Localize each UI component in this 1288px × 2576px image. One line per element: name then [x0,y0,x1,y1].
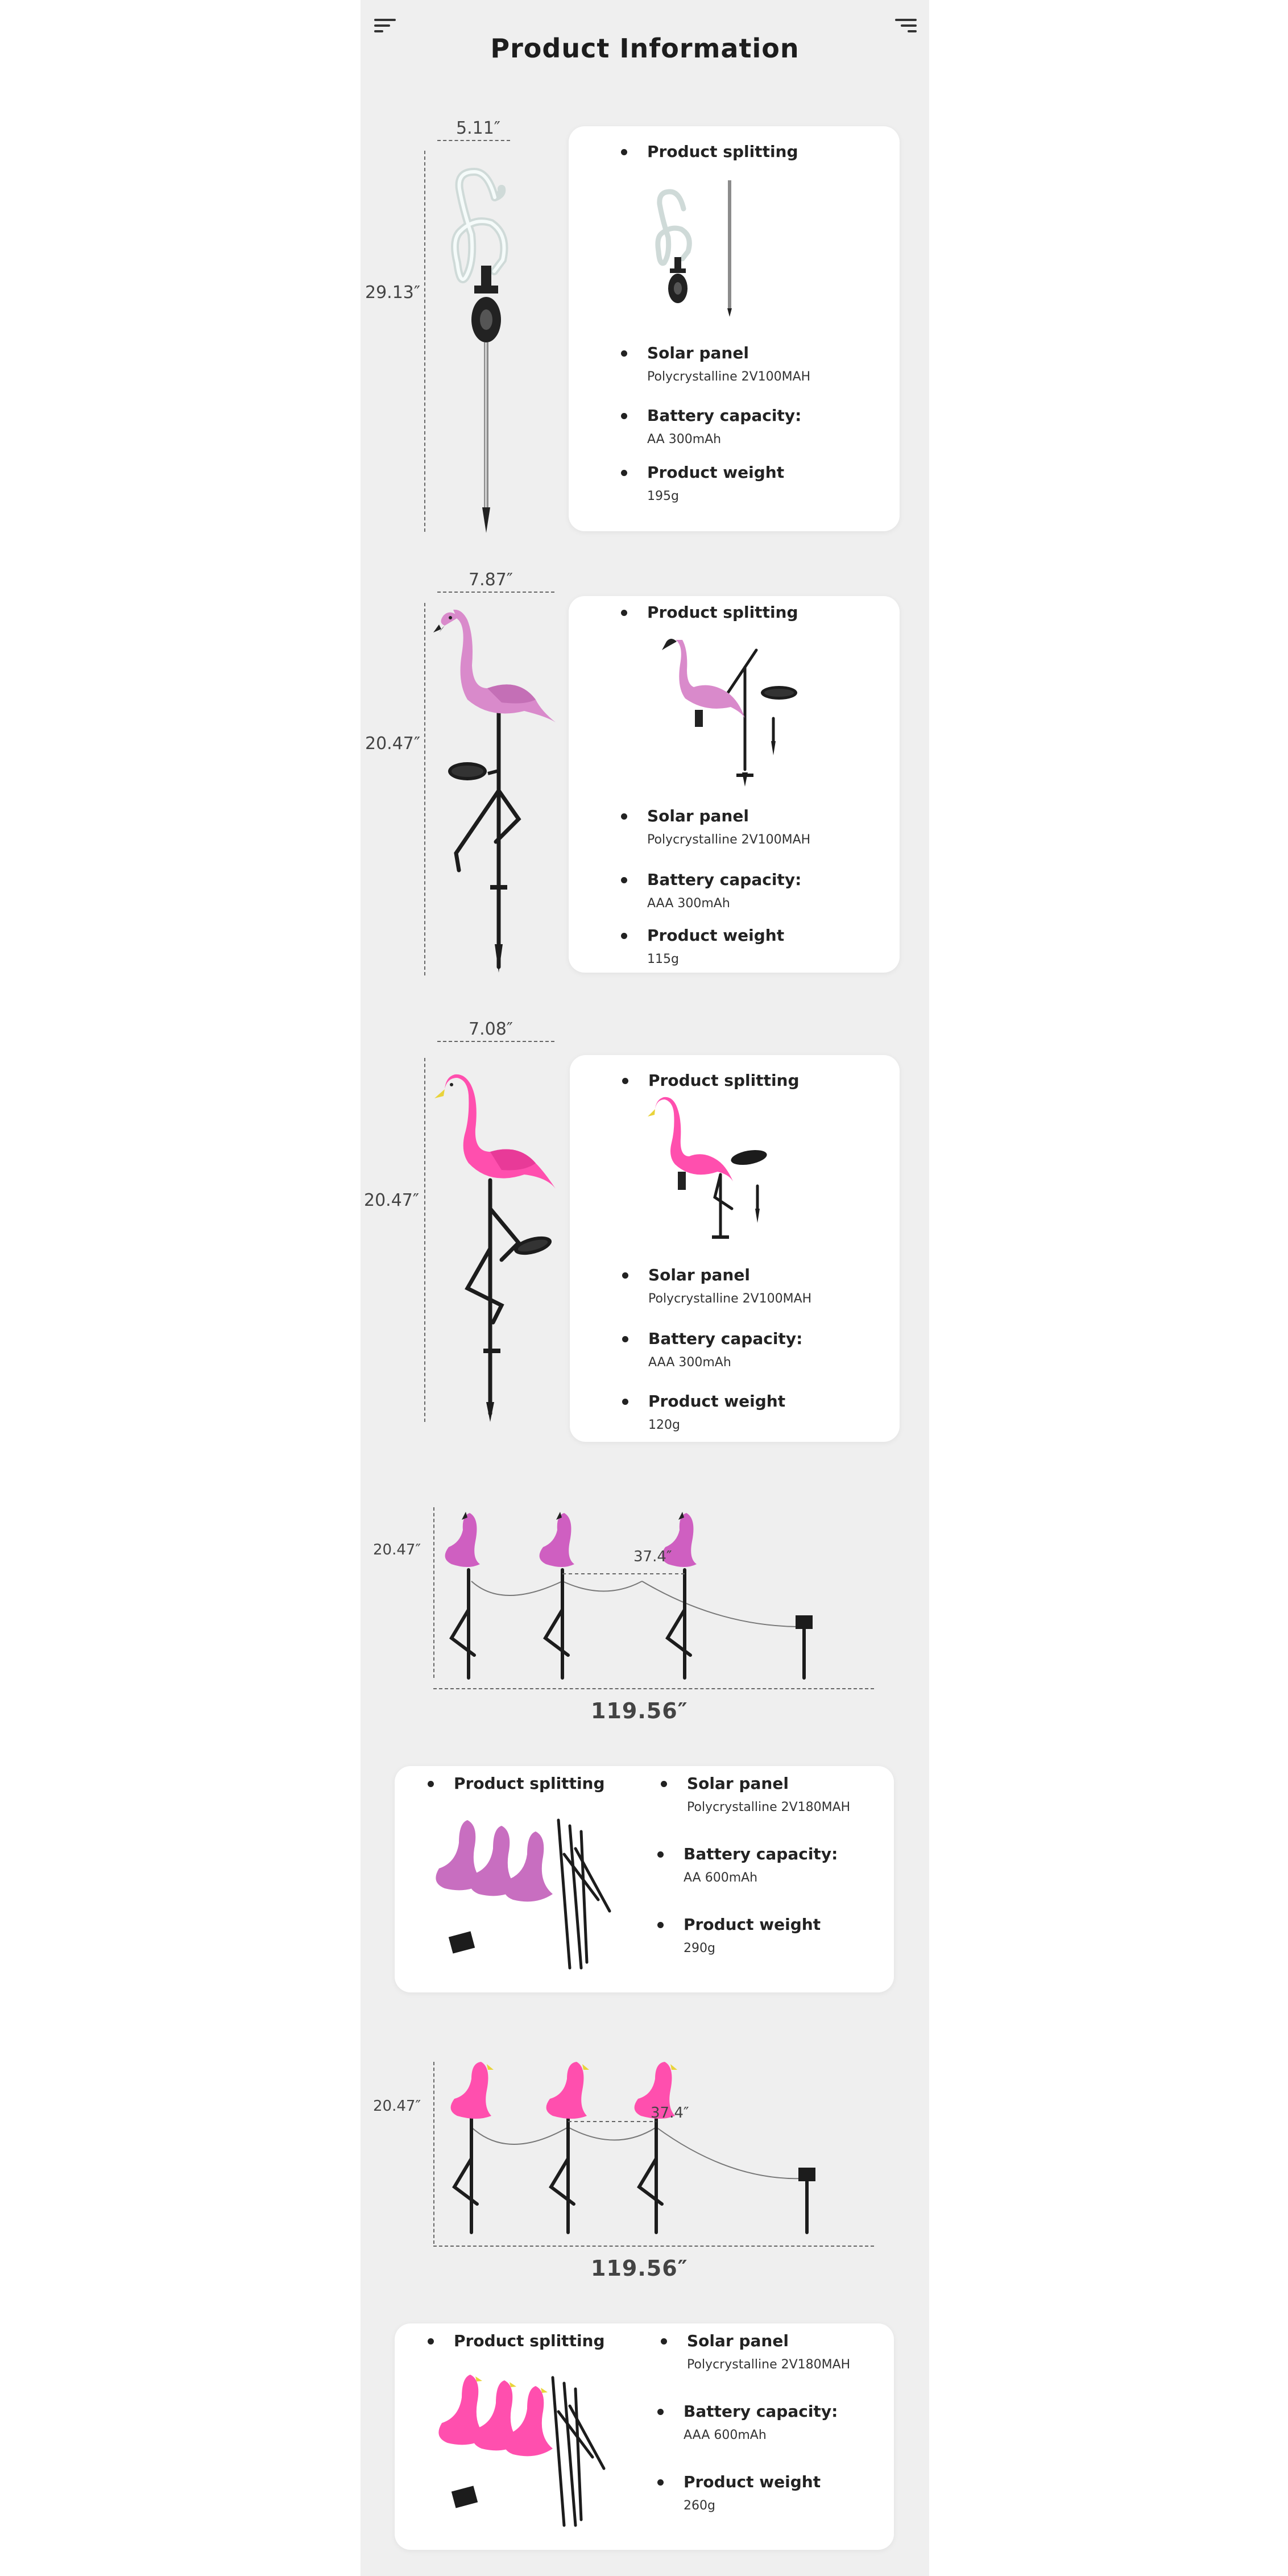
bullet-icon [621,350,627,357]
weight-label: Product weight [647,463,785,482]
bullet-icon [428,2338,434,2345]
weight-value: 120g [648,1418,680,1432]
weight-value: 195g [647,489,679,503]
weight-label: Product weight [684,1915,821,1934]
splitting-image [648,1097,767,1239]
spacing-dimension: 37.4″ [633,1548,672,1565]
bullet-icon [621,470,627,476]
battery-label: Battery capacity: [684,1845,838,1863]
bullet-icon [622,1399,628,1405]
product-card: Product splitting Solar panel Polycrysta… [569,596,900,973]
height-dimension: 20.47″ [364,1190,420,1210]
height-dimension: 20.47″ [365,734,421,754]
spacing-dimension: 37.4″ [651,2104,689,2122]
bullet-icon [622,1272,628,1279]
total-length-dimension: 119.56″ [591,2256,688,2281]
total-length-dimension: 119.56″ [591,1698,688,1723]
battery-label: Battery capacity: [647,406,802,425]
bullet-icon [621,813,627,820]
solar-label: Solar panel [647,807,749,825]
solar-value: Polycrystalline 2V100MAH [647,370,811,384]
solar-value: Polycrystalline 2V180MAH [687,2358,851,2372]
width-dimension: 7.87″ [469,570,513,590]
height-dimension: 20.47″ [373,1541,421,1558]
bullet-icon [621,149,627,155]
bullet-icon [622,1336,628,1342]
splitting-label: Product splitting [647,142,798,161]
bullet-icon [657,1851,664,1858]
product-image-bright-pink-flamingo [434,1074,556,1422]
height-dimension: 29.13″ [365,283,421,303]
bullet-icon [621,933,627,939]
width-dimension: 5.11″ [456,118,501,138]
battery-value: AA 300mAh [647,432,722,446]
solar-value: Polycrystalline 2V100MAH [647,833,811,847]
menu-icon[interactable] [895,19,917,32]
set-card: Product splitting Solar panel Polycrysta… [395,1766,894,1992]
solar-label: Solar panel [687,2331,789,2350]
height-dimension-line [433,2062,434,2244]
battery-label: Battery capacity: [648,1329,803,1348]
page-title: Product Information [490,33,800,64]
product-image-light-pink-flamingo [433,609,556,973]
solar-label: Solar panel [687,1774,789,1793]
bullet-icon [621,877,627,883]
product-card: Product splitting Solar panel Polycrysta… [569,126,900,531]
battery-value: AAA 300mAh [648,1355,731,1370]
splitting-image [655,180,732,317]
product-card: Product splitting Solar panel Polycrysta… [570,1055,900,1442]
battery-label: Battery capacity: [647,870,802,889]
splitting-image [436,1818,611,1970]
bullet-icon [657,2479,664,2486]
total-length-line [433,2246,874,2247]
weight-label: Product weight [648,1392,786,1411]
bullet-icon [661,2338,667,2345]
set-card: Product splitting Solar panel Polycrysta… [395,2323,894,2550]
height-dimension-line [424,151,425,532]
weight-value: 260g [684,2499,715,2513]
bullet-icon [657,2409,664,2415]
battery-value: AAA 600mAh [684,2428,767,2442]
splitting-image [438,2375,606,2527]
width-dimension-line [437,140,510,141]
weight-label: Product weight [647,926,785,945]
bullet-icon [661,1781,667,1787]
splitting-label: Product splitting [648,1071,800,1090]
height-dimension-line [424,1058,425,1422]
height-dimension: 20.47″ [373,2098,421,2115]
battery-value: AA 600mAh [684,1871,758,1885]
width-dimension-line [437,1041,554,1042]
bullet-icon [428,1781,434,1787]
splitting-image [662,639,797,787]
set-image-three-bright-pink-flamingos [450,2062,815,2234]
product-image-clear-flamingo [451,167,508,533]
height-dimension-line [424,603,425,975]
solar-value: Polycrystalline 2V100MAH [648,1292,812,1306]
battery-label: Battery capacity: [684,2402,838,2421]
bullet-icon [621,610,627,616]
bullet-icon [621,413,627,419]
menu-icon[interactable] [374,19,396,32]
bullet-icon [622,1078,628,1084]
weight-value: 115g [647,952,679,966]
splitting-label: Product splitting [647,603,798,622]
splitting-label: Product splitting [454,1774,605,1793]
total-length-line [433,1688,874,1689]
solar-label: Solar panel [648,1266,750,1284]
weight-value: 290g [684,1941,715,1955]
width-dimension-line [437,592,554,593]
weight-label: Product weight [684,2472,821,2491]
splitting-label: Product splitting [454,2331,605,2350]
solar-value: Polycrystalline 2V180MAH [687,1800,851,1814]
width-dimension: 7.08″ [469,1019,513,1039]
solar-label: Solar panel [647,344,749,362]
set-image-three-light-pink-flamingos [445,1512,813,1680]
product-info-panel: Product Information 5.11″ 29.13″ Product… [361,0,929,2576]
bullet-icon [657,1922,664,1928]
height-dimension-line [433,1507,434,1678]
battery-value: AAA 300mAh [647,896,730,911]
